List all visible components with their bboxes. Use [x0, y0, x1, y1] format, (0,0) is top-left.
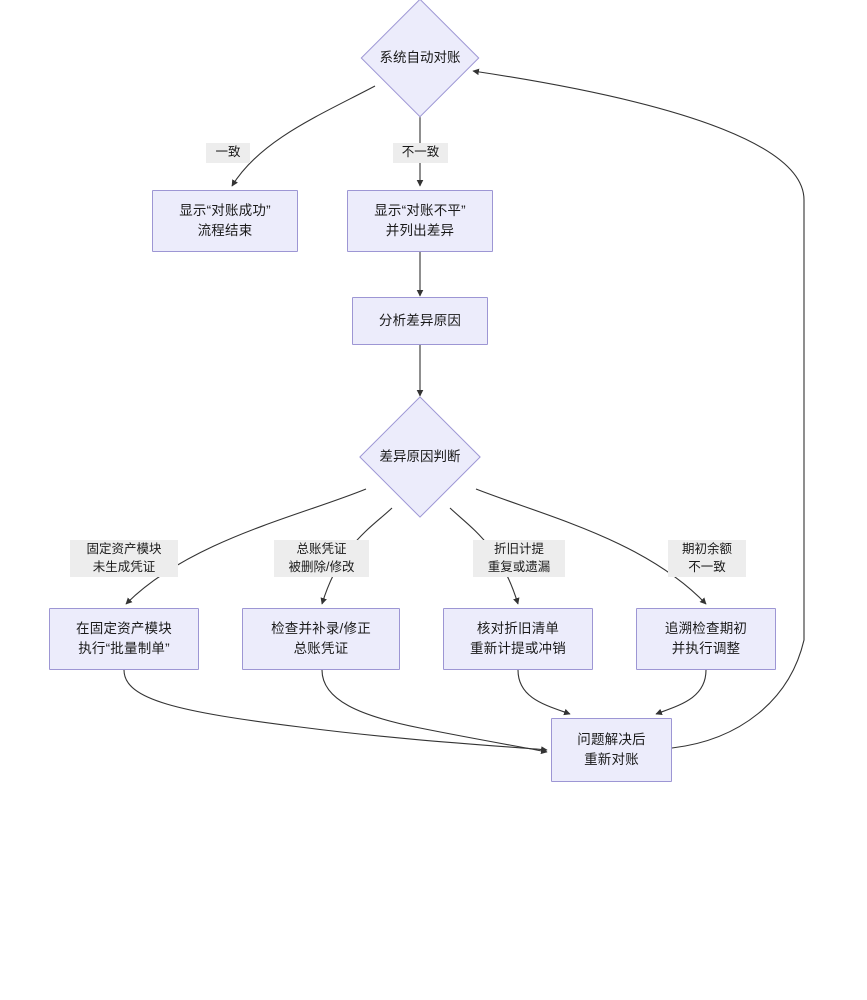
node-fixed-asset-batch-voucher[interactable]: 在固定资产模块 执行“批量制单”	[49, 608, 199, 670]
edge-opening-to-recheck	[655, 669, 707, 716]
node-show-reconcile-success[interactable]: 显示“对账成功” 流程结束	[152, 190, 298, 252]
node-show-reconcile-success-label: 显示“对账成功” 流程结束	[179, 203, 271, 238]
edge-judge-to-fixed-asset	[125, 488, 367, 605]
node-show-reconcile-imbalance[interactable]: 显示“对账不平” 并列出差异	[347, 190, 493, 252]
edge-gl-voucher-to-recheck	[321, 669, 548, 755]
node-trace-opening-balance-label: 追溯检查期初 并执行调整	[664, 621, 748, 656]
node-verify-depreciation-list[interactable]: 核对折旧清单 重新计提或冲销	[443, 608, 593, 670]
edge-label-opening-balance: 期初余额 不一致	[668, 540, 746, 577]
node-analyze-difference-cause[interactable]: 分析差异原因	[352, 297, 488, 345]
node-analyze-difference-cause-label: 分析差异原因	[378, 313, 462, 329]
node-verify-depreciation-list-label: 核对折旧清单 重新计提或冲销	[470, 621, 566, 656]
edge-label-match: 一致	[206, 143, 250, 163]
edge-label-gl-voucher: 总账凭证 被删除/修改	[274, 540, 369, 577]
edge-label-fixed-asset: 固定资产模块 未生成凭证	[70, 540, 178, 577]
node-difference-cause-judgement-label: 差异原因判断	[379, 449, 461, 465]
node-difference-cause-judgement[interactable]: 差异原因判断	[355, 396, 485, 518]
node-trace-opening-balance[interactable]: 追溯检查期初 并执行调整	[636, 608, 776, 670]
node-start[interactable]: 系统自动对账	[340, 0, 500, 118]
node-show-reconcile-imbalance-label: 显示“对账不平” 并列出差异	[374, 203, 466, 238]
node-check-fix-gl-voucher[interactable]: 检查并补录/修正 总账凭证	[242, 608, 400, 670]
edge-label-mismatch: 不一致	[393, 143, 448, 163]
edge-recheck-to-start	[472, 68, 805, 749]
node-recheck-after-resolution-label: 问题解决后 重新对账	[577, 732, 646, 767]
node-recheck-after-resolution[interactable]: 问题解决后 重新对账	[551, 718, 672, 782]
edge-depreciation-to-recheck	[517, 669, 571, 716]
node-fixed-asset-batch-voucher-label: 在固定资产模块 执行“批量制单”	[76, 621, 172, 656]
edge-label-depreciation: 折旧计提 重复或遗漏	[473, 540, 565, 577]
node-check-fix-gl-voucher-label: 检查并补录/修正 总账凭证	[271, 621, 371, 656]
edge-start-to-ok	[231, 85, 376, 187]
node-start-label: 系统自动对账	[379, 50, 461, 66]
edge-fixed-asset-to-recheck	[123, 669, 548, 753]
edge-judge-to-opening	[475, 488, 707, 605]
